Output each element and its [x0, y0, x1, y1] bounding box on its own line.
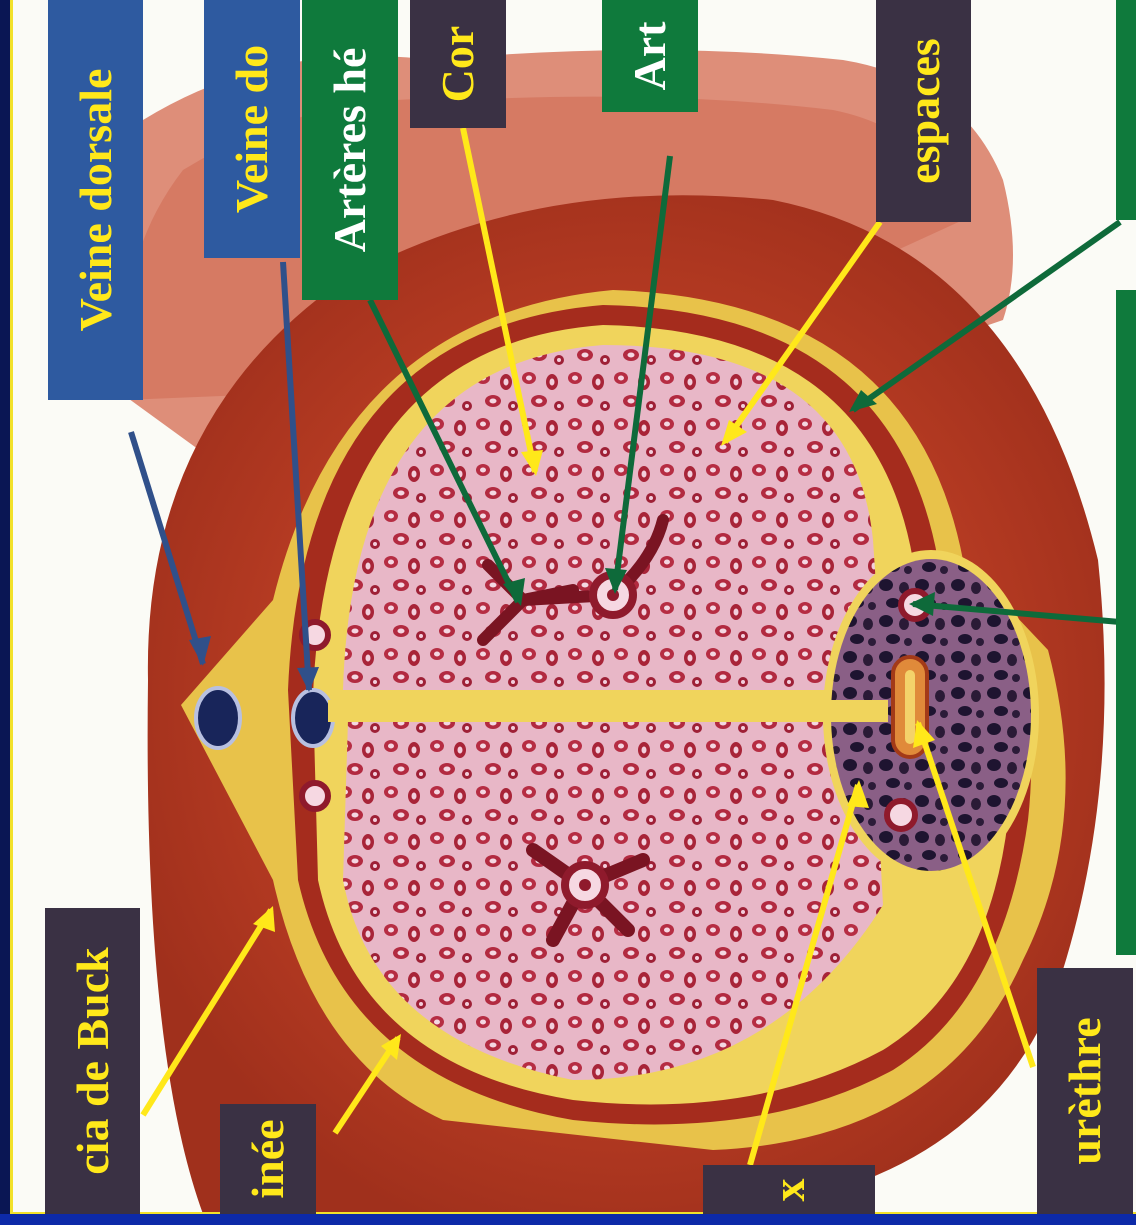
label-fascia-de-buck: cia de Buck: [45, 908, 140, 1214]
label-veine-dorsale-profonde: Veine do: [204, 0, 300, 258]
label-albuginee-box: [1116, 0, 1136, 220]
label-veine-dorsale-superficielle: Veine dorsale: [48, 0, 143, 400]
label-arteres-helicines: Artères hé: [302, 0, 398, 300]
label-artere-caverneuse: Art: [602, 0, 698, 112]
label-urethre: urèthre: [1037, 968, 1133, 1214]
label-fascia-perinee: inée: [220, 1104, 316, 1214]
label-espaces-caverneux: espaces: [876, 0, 971, 222]
label-artere-spongieuse-box: [1116, 290, 1136, 955]
slide-bottom-band: [0, 1214, 1136, 1225]
label-corps-spongieux: x: [703, 1165, 875, 1214]
label-corps-caverneux: Cor: [410, 0, 506, 128]
